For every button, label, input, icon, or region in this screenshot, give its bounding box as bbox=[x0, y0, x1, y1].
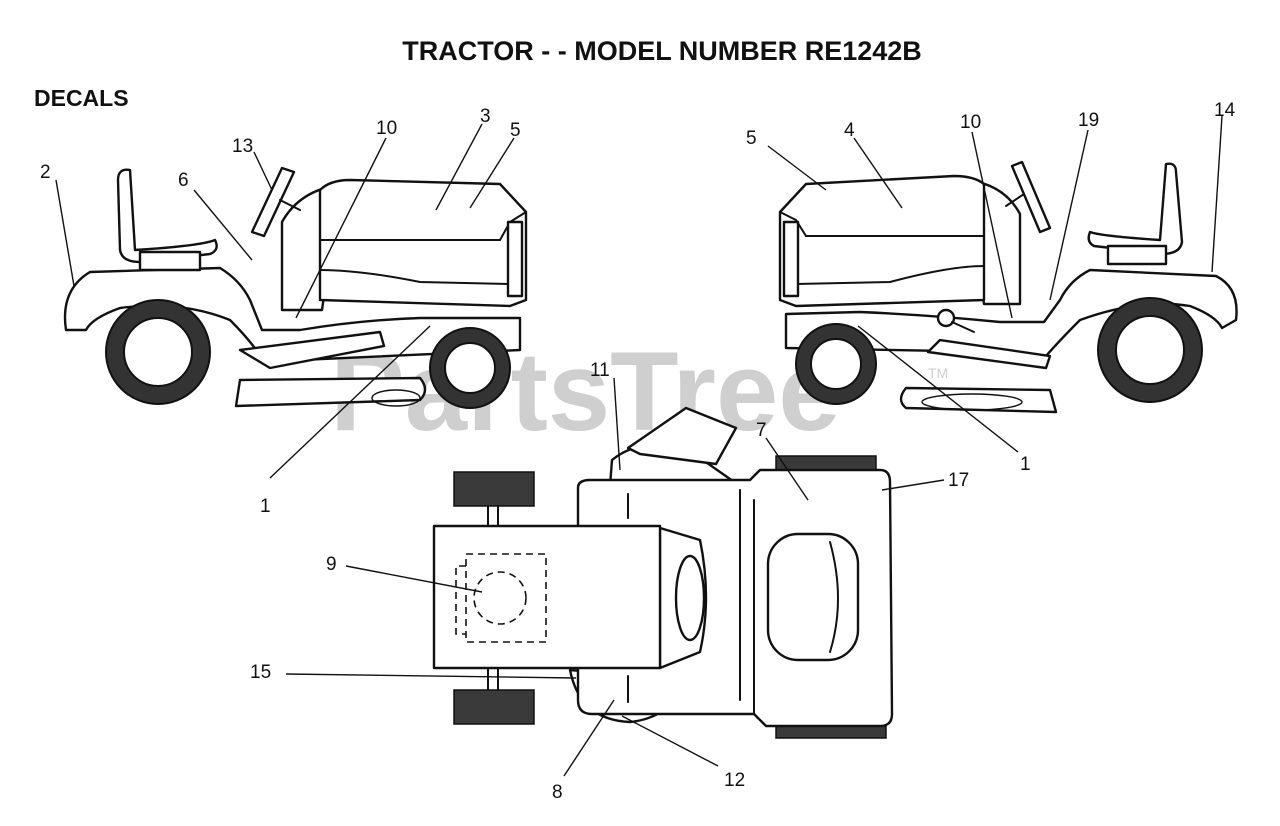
callout-4-right: 4 bbox=[844, 120, 855, 141]
callout-8-top: 8 bbox=[552, 782, 563, 803]
seat-left bbox=[116, 168, 218, 264]
section-label: DECALS bbox=[34, 85, 129, 111]
callout-1-right: 1 bbox=[1020, 454, 1031, 475]
callout-6-left: 6 bbox=[178, 170, 189, 191]
rear-fender-left bbox=[63, 266, 522, 362]
callout-5-right: 5 bbox=[746, 128, 757, 149]
callout-17-top: 17 bbox=[948, 470, 969, 491]
tractor-right-side-view bbox=[767, 115, 1238, 453]
callout-10-left: 10 bbox=[376, 118, 397, 139]
callout-9-top: 9 bbox=[326, 554, 337, 575]
callout-2-left: 2 bbox=[40, 162, 51, 183]
callout-5-left: 5 bbox=[510, 120, 521, 141]
diagram-title: TRACTOR - - MODEL NUMBER RE1242B bbox=[402, 36, 922, 66]
seat-top bbox=[432, 524, 662, 670]
rear-tire-top-lower bbox=[453, 689, 535, 725]
callout-11-top: 11 bbox=[590, 360, 610, 381]
callout-10-right: 10 bbox=[960, 112, 981, 133]
callout-7-top: 7 bbox=[756, 420, 767, 441]
callout-13-left: 13 bbox=[232, 136, 253, 157]
mower-deck-left bbox=[234, 376, 427, 408]
callout-12-top: 12 bbox=[724, 770, 745, 791]
callout-3-left: 3 bbox=[480, 106, 491, 127]
callout-14-right: 14 bbox=[1214, 100, 1236, 121]
callout-1-left: 1 bbox=[260, 496, 271, 517]
hood-left bbox=[318, 178, 528, 308]
steering-wheel-right bbox=[1010, 160, 1052, 234]
rear-fender-right bbox=[784, 268, 1238, 358]
steering-wheel-top bbox=[626, 406, 738, 466]
seat-right bbox=[1087, 162, 1184, 256]
callout-19-right: 19 bbox=[1078, 110, 1099, 131]
hood-right bbox=[778, 174, 986, 308]
watermark-trademark: TM bbox=[928, 365, 948, 381]
hood-top bbox=[766, 532, 860, 662]
rear-tire-top-upper bbox=[453, 471, 535, 507]
callout-15-top: 15 bbox=[250, 662, 271, 683]
tractor-left-side-view bbox=[55, 123, 528, 479]
tractor-top-view bbox=[285, 377, 945, 777]
